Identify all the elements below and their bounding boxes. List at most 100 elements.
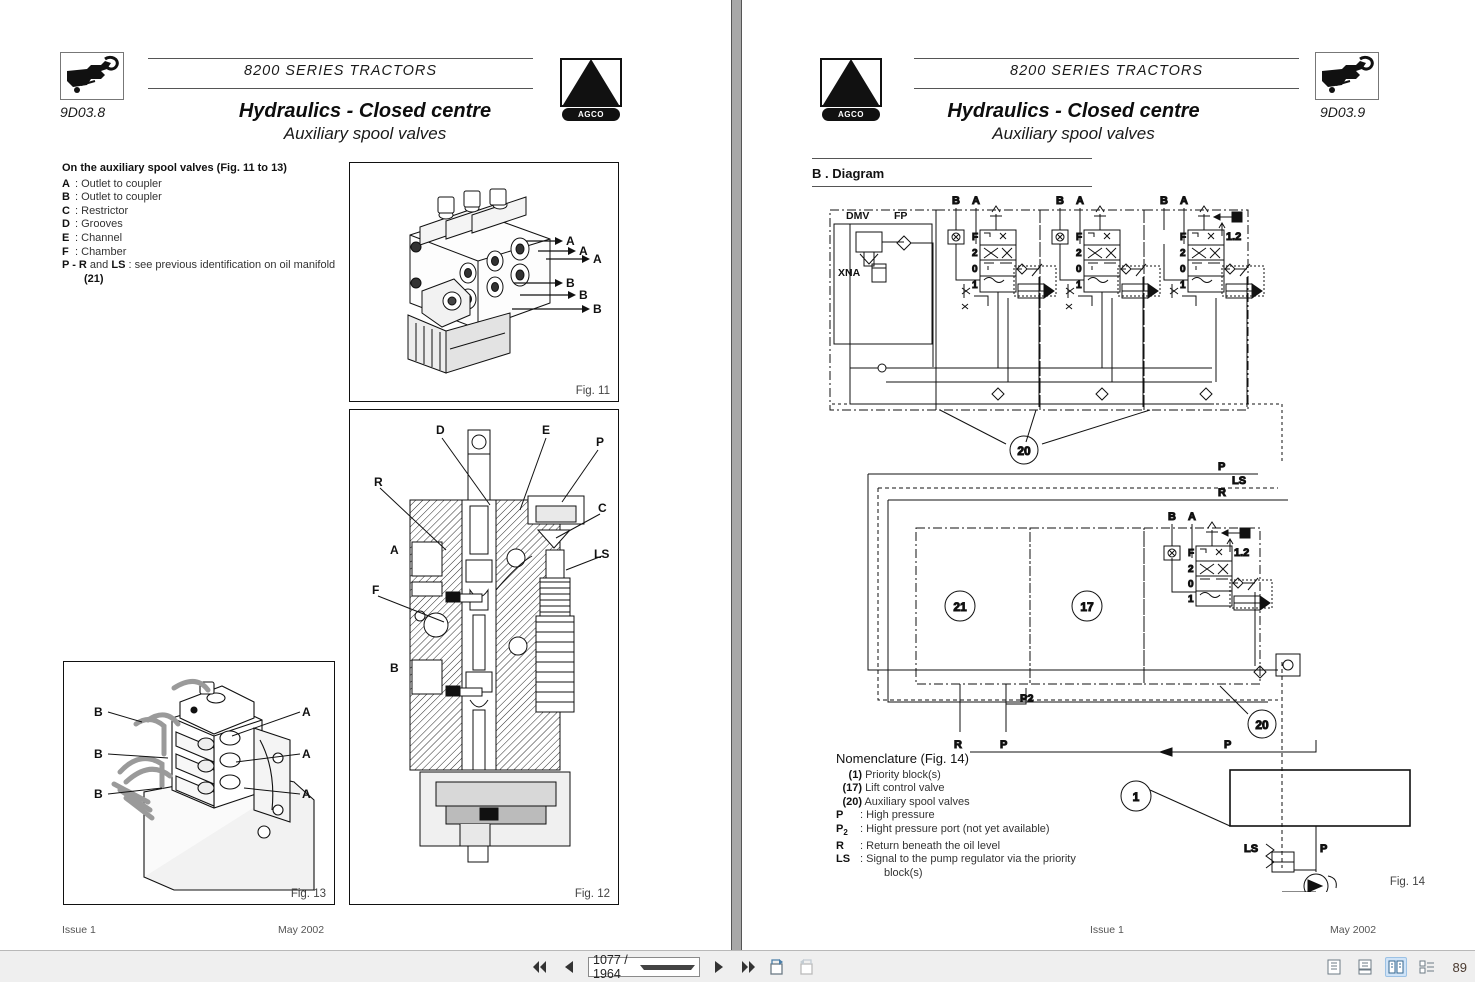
svg-text:2: 2: [1188, 564, 1194, 575]
legend-heading: On the auxiliary spool valves (Fig. 11 t…: [62, 162, 287, 174]
fig12-callout-a: A: [390, 543, 399, 557]
label-p-feed: P: [1224, 739, 1231, 751]
fig12-callout-c: C: [598, 501, 607, 515]
right-page-date: May 2002: [1330, 924, 1377, 936]
label-fp: FP: [894, 210, 907, 222]
rotate-clockwise-icon[interactable]: [767, 957, 787, 977]
nomenclature-heading: Nomenclature (Fig. 14): [836, 751, 969, 766]
svg-text:B: B: [1056, 195, 1064, 207]
section-rule-bottom: [812, 186, 1092, 187]
label-ls-bus: LS: [1232, 475, 1246, 487]
view-single-page-button[interactable]: [1323, 957, 1345, 977]
figure-13: B B B A A A Fig. 13: [63, 661, 335, 905]
svg-text:2: 2: [972, 248, 978, 259]
right-page-subtitle: Auxiliary spool valves: [992, 124, 1155, 143]
balloon-17: 17: [1080, 600, 1094, 614]
nomenclature-symbol: P2: Hight pressure port (not yet availab…: [836, 822, 1050, 838]
svg-text:1.2: 1.2: [1226, 231, 1241, 243]
legend-item: F: Chamber: [62, 245, 127, 258]
nomenclature-item: (20) Auxiliary spool valves: [842, 795, 970, 808]
fig13-callout-a2: A: [302, 747, 311, 761]
nomenclature-symbol-cont: block(s): [884, 866, 923, 879]
left-page-doc-number: 9D03.8: [60, 104, 106, 120]
balloon-20-top: 20: [1017, 444, 1031, 458]
pdf-viewer-canvas: 9D03.8 8200 SERIES TRACTORS Hydraulics -…: [0, 0, 1475, 950]
agco-brand-logo-right: AGCO: [820, 58, 882, 122]
header-rule-bottom-right: [914, 88, 1299, 89]
figure-12: D E P R C LS F A B Fig. 12: [349, 409, 619, 905]
svg-text:A: A: [972, 195, 980, 207]
right-page-series-title: 8200 SERIES TRACTORS: [1010, 63, 1203, 79]
nomenclature-item: (17) Lift control valve: [842, 782, 945, 795]
fig12-callout-e: E: [542, 423, 550, 437]
svg-text:A: A: [1188, 511, 1196, 523]
fig11-callout-a1: A: [566, 234, 575, 248]
balloon-21: 21: [953, 600, 967, 614]
section-b-heading: B . Diagram: [812, 166, 885, 181]
fig13-callout-b2: B: [94, 747, 103, 761]
fig11-callout-b2: B: [579, 288, 588, 302]
nomenclature-symbol: R: Return beneath the oil level: [836, 839, 1001, 852]
figure-14-diagram: B A: [820, 192, 1440, 892]
chevron-down-icon[interactable]: [640, 964, 695, 970]
fig11-callout-b3: B: [593, 302, 602, 316]
page-spine-divider: [731, 0, 742, 950]
next-page-button[interactable]: [709, 957, 729, 977]
svg-text:1.2: 1.2: [1234, 547, 1249, 559]
svg-text:A: A: [1076, 195, 1084, 207]
header-rule-top: [148, 58, 533, 59]
header-rule-bottom: [148, 88, 533, 89]
balloon-20-bottom: 20: [1255, 718, 1269, 732]
nomenclature-symbol: P: High pressure: [836, 809, 935, 822]
left-page-title: Hydraulics - Closed centre: [238, 100, 492, 122]
svg-text:0: 0: [972, 264, 978, 275]
label-ls-pump: LS: [1244, 843, 1258, 855]
legend-item: D: Grooves: [62, 218, 123, 231]
fig13-callout-b3: B: [94, 787, 103, 801]
label-p-pump: P: [1320, 843, 1327, 855]
previous-page-button[interactable]: [559, 957, 579, 977]
svg-text:1: 1: [972, 280, 978, 291]
document-page-right: AGCO 8200 SERIES TRACTORS Hydraulics - C…: [742, 0, 1475, 950]
last-page-button[interactable]: [738, 957, 758, 977]
svg-text:B: B: [1160, 195, 1168, 207]
svg-text:F: F: [1188, 548, 1194, 559]
figure-12-caption: Fig. 12: [574, 888, 610, 900]
document-page-left: 9D03.8 8200 SERIES TRACTORS Hydraulics -…: [0, 0, 730, 950]
left-page-series-title: 8200 SERIES TRACTORS: [244, 63, 437, 79]
label-r-bottom: R: [954, 739, 962, 751]
left-page-date: May 2002: [278, 924, 325, 936]
fig13-callout-a1: A: [302, 705, 311, 719]
figure-14-caption: Fig. 14: [1389, 876, 1425, 888]
fig12-callout-b: B: [390, 661, 399, 675]
label-p2: P2: [1020, 693, 1033, 705]
svg-text:1: 1: [1188, 594, 1194, 605]
toolbar-navigation-group: 1077 / 1964: [530, 951, 816, 983]
fig13-callout-b1: B: [94, 705, 103, 719]
right-page-issue: Issue 1: [1090, 924, 1124, 936]
svg-text:F: F: [1180, 232, 1186, 243]
svg-text:2: 2: [1076, 248, 1082, 259]
fig11-callout-a2: A: [579, 244, 588, 258]
fig12-callout-ls: LS: [594, 547, 609, 561]
nomenclature-block: Nomenclature (Fig. 14) (1) Priority bloc…: [836, 752, 1256, 881]
view-continuous-button[interactable]: [1354, 957, 1376, 977]
fig12-callout-f: F: [372, 583, 379, 597]
view-facing-pages-button[interactable]: [1384, 957, 1407, 977]
section-rule-top: [812, 158, 1092, 159]
first-page-button[interactable]: [530, 957, 550, 977]
label-p-bottom: P: [1000, 739, 1007, 751]
legend-note: P - R and LS : see previous identificati…: [62, 259, 336, 272]
legend-item: C: Restrictor: [62, 204, 129, 217]
hand-tool-logo-icon-right: [1315, 52, 1379, 100]
hand-tool-logo-icon: [60, 52, 124, 100]
svg-text:0: 0: [1180, 264, 1186, 275]
fig11-callout-b1: B: [566, 276, 575, 290]
page-number-field[interactable]: 1077 / 1964: [588, 953, 700, 981]
agco-wordmark-right: AGCO: [822, 108, 880, 121]
zoom-level-value: 89: [1452, 959, 1467, 975]
view-split-button[interactable]: [1416, 957, 1438, 977]
svg-text:F: F: [972, 232, 978, 243]
rotate-counter-clockwise-icon[interactable]: [796, 957, 816, 977]
label-r-bus: R: [1218, 487, 1226, 499]
